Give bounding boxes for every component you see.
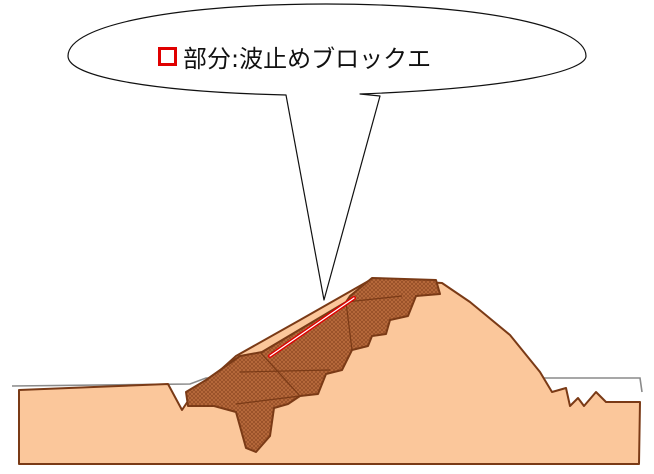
callout-label-text: 部分:波止めブロックエ xyxy=(183,44,432,73)
callout-label: 部分:波止めブロックエ xyxy=(158,36,431,76)
block-inner-lines xyxy=(235,295,403,405)
red-square-icon xyxy=(158,46,177,66)
speech-bubble xyxy=(67,3,587,301)
wave-block-armor xyxy=(185,277,441,453)
highlight-line-core xyxy=(269,297,355,357)
